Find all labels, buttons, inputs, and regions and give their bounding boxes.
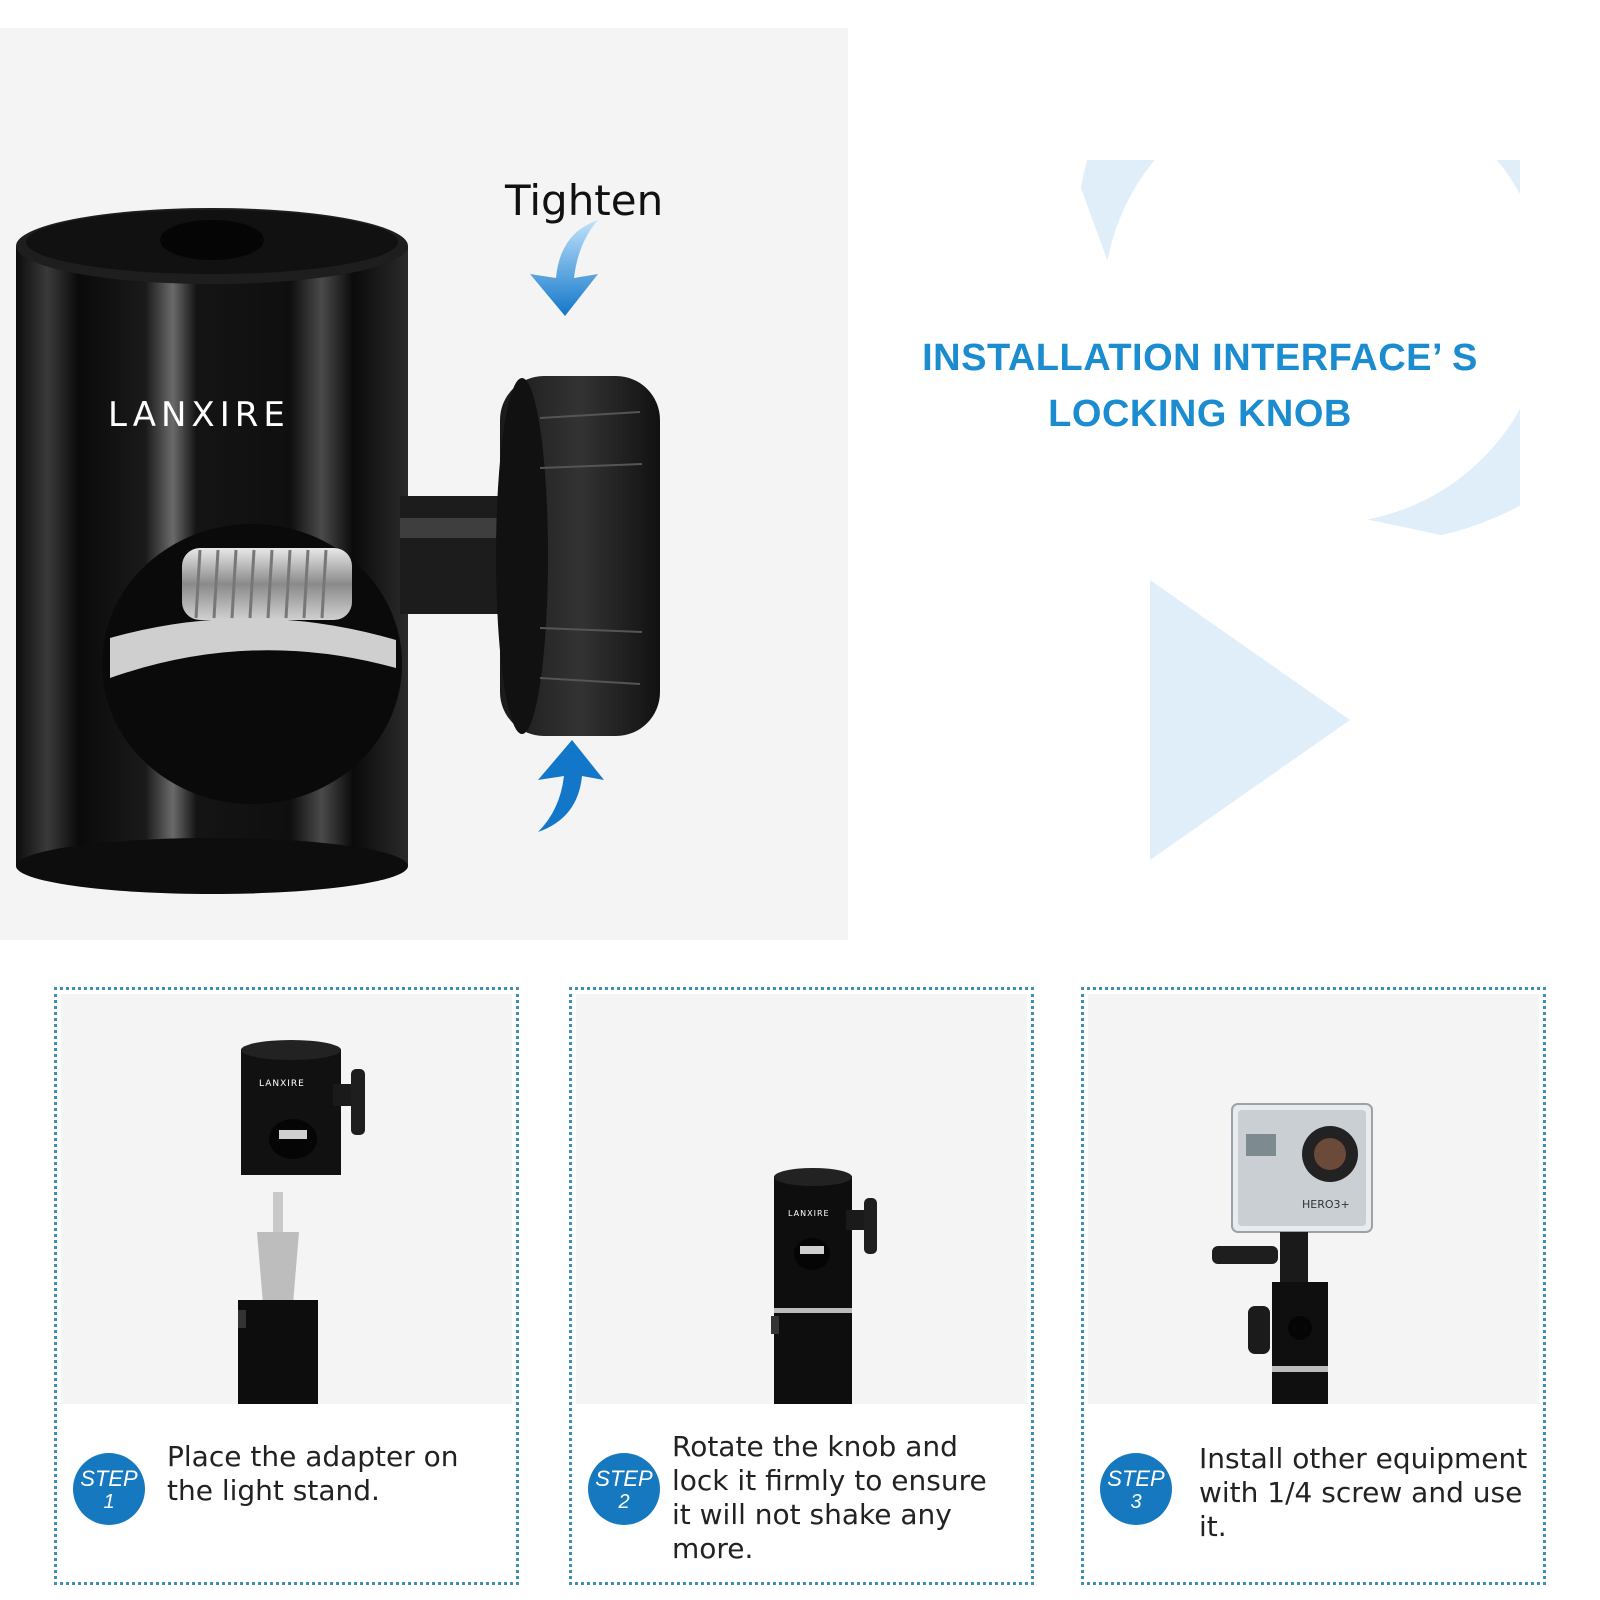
step-card-2: LANXIRE STEP 2 Rotate the knob and lock …	[569, 987, 1034, 1585]
step-3-badge-word: STEP	[1107, 1466, 1165, 1491]
headline-line-2: LOCKING KNOB	[1048, 393, 1352, 435]
camera-model-label: HERO3+	[1302, 1198, 1350, 1211]
mini-brand-logo: LANXIRE	[788, 1209, 830, 1218]
step-1-photo: LANXIRE	[61, 994, 512, 1404]
tighten-up-arrow-icon	[538, 740, 604, 832]
step-2-photo: LANXIRE	[576, 994, 1027, 1404]
step-2-description: Rotate the knob and lock it firmly to en…	[672, 1430, 987, 1565]
step-card-3: HERO3+ STEP 3 Install other equipment wi…	[1081, 987, 1546, 1585]
headline-line-1: INSTALLATION INTERFACE’ S	[922, 337, 1478, 379]
step-2-badge: STEP 2	[588, 1453, 660, 1525]
headline: INSTALLATION INTERFACE’ S LOCKING KNOB	[880, 330, 1520, 442]
mini-brand-logo: LANXIRE	[259, 1079, 305, 1089]
step-card-1: LANXIRE STEP 1 Place the adapter on the …	[54, 987, 519, 1585]
step-1-description: Place the adapter on the light stand.	[167, 1440, 459, 1507]
step-3-photo: HERO3+	[1088, 994, 1539, 1404]
adapter-product-image	[16, 208, 660, 894]
tighten-label: Tighten	[505, 176, 664, 225]
step-3-badge-number: 3	[1130, 1491, 1142, 1513]
adapter-over-stand-image: LANXIRE	[238, 1040, 365, 1404]
step-2-badge-number: 2	[618, 1491, 630, 1513]
rotate-arrow-icon	[1080, 160, 1520, 860]
step-3-description: Install other equipment with 1/4 screw a…	[1199, 1442, 1528, 1543]
step-1-badge-number: 1	[103, 1491, 115, 1513]
action-camera-on-stand-image: HERO3+	[1212, 1103, 1373, 1404]
hero-section: Tighten LANXIRE	[0, 28, 848, 940]
step-1-badge-word: STEP	[80, 1466, 138, 1491]
step-2-badge-word: STEP	[595, 1466, 653, 1491]
brand-logo: LANXIRE	[108, 395, 290, 435]
step-3-badge: STEP 3	[1100, 1453, 1172, 1525]
step-1-badge: STEP 1	[73, 1453, 145, 1525]
adapter-on-stand-image: LANXIRE	[771, 1168, 877, 1404]
tighten-down-arrow-icon	[530, 220, 598, 316]
